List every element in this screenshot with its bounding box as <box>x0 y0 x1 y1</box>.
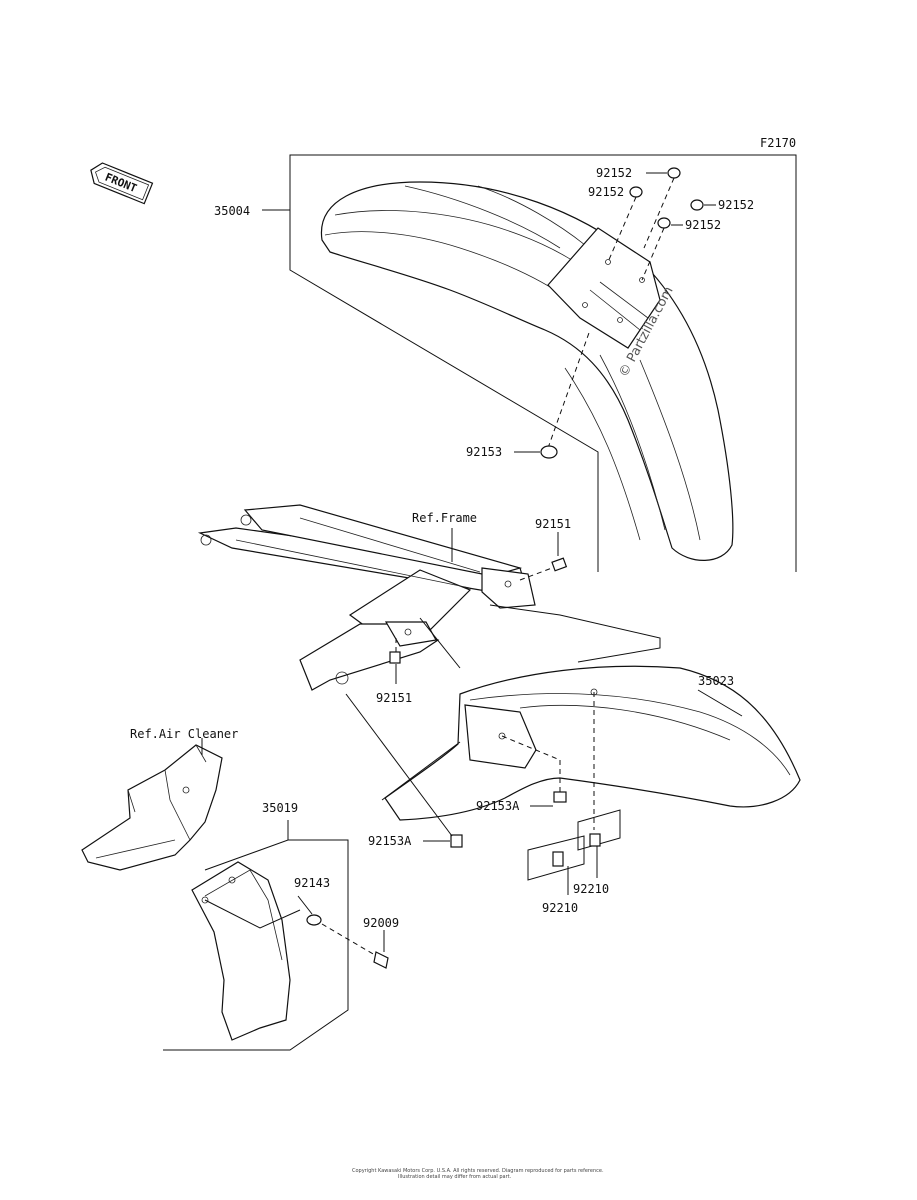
frame-reference: Ref.Frame <box>197 504 661 691</box>
front-fender-group: 35004 92152 92152 <box>214 154 797 572</box>
callout-frame-bolt-upper[interactable]: 92151 <box>535 517 571 531</box>
washer-92152-b[interactable] <box>629 186 643 198</box>
ref-frame-label: Ref.Frame <box>412 511 477 525</box>
callout-flap-screw[interactable]: 92009 <box>363 916 399 930</box>
washer-92152-a[interactable] <box>667 167 681 179</box>
bolt-92153A-right[interactable] <box>553 760 567 803</box>
figure-code: F2170 <box>760 136 796 150</box>
callout-flap-washer[interactable]: 92143 <box>294 876 330 890</box>
front-arrow-icon: FRONT <box>90 162 154 205</box>
flap-part[interactable] <box>191 861 291 1041</box>
callout-washer-4[interactable]: 92152 <box>685 218 721 232</box>
front-fender-part[interactable] <box>320 181 734 561</box>
callout-front-fender-bolt[interactable]: 92153 <box>466 445 502 459</box>
rear-fender-part[interactable] <box>381 665 801 830</box>
bolt-92151-lower[interactable] <box>389 638 401 664</box>
callout-washer-3[interactable]: 92152 <box>718 198 754 212</box>
washer-92143[interactable] <box>306 914 322 926</box>
bolt-92151-upper[interactable] <box>519 557 568 581</box>
bolt-92153A-left[interactable] <box>345 693 463 848</box>
air-cleaner-reference: Ref.Air Cleaner <box>81 727 238 871</box>
callout-nut-right[interactable]: 92210 <box>573 882 609 896</box>
footer-line-2: Illustration detail may differ from actu… <box>398 1174 512 1180</box>
nut-92210-right[interactable] <box>589 833 601 847</box>
flap-group: 35019 92143 92009 <box>163 801 399 1051</box>
screw-92009[interactable] <box>373 951 389 969</box>
callout-frame-bolt-lower[interactable]: 92151 <box>376 691 412 705</box>
callout-rear-bolt-right[interactable]: 92153A <box>476 799 520 813</box>
ref-air-cleaner-label: Ref.Air Cleaner <box>130 727 238 741</box>
washer-92152-d[interactable] <box>657 217 671 229</box>
footer-line-1: Copyright Kawasaki Motors Corp. U.S.A. A… <box>352 1168 604 1174</box>
callout-nut-left[interactable]: 92210 <box>542 901 578 915</box>
callout-rear-bolt-left[interactable]: 92153A <box>368 834 412 848</box>
callout-washer-1[interactable]: 92152 <box>596 166 632 180</box>
callout-front-fender[interactable]: 35004 <box>214 204 250 218</box>
bolt-92153[interactable] <box>540 445 558 459</box>
callout-rear-fender[interactable]: 35023 <box>698 674 734 688</box>
callout-flap[interactable]: 35019 <box>262 801 298 815</box>
washer-92152-c[interactable] <box>690 199 704 211</box>
callout-washer-2[interactable]: 92152 <box>588 185 624 199</box>
nut-92210-left[interactable] <box>552 851 564 867</box>
